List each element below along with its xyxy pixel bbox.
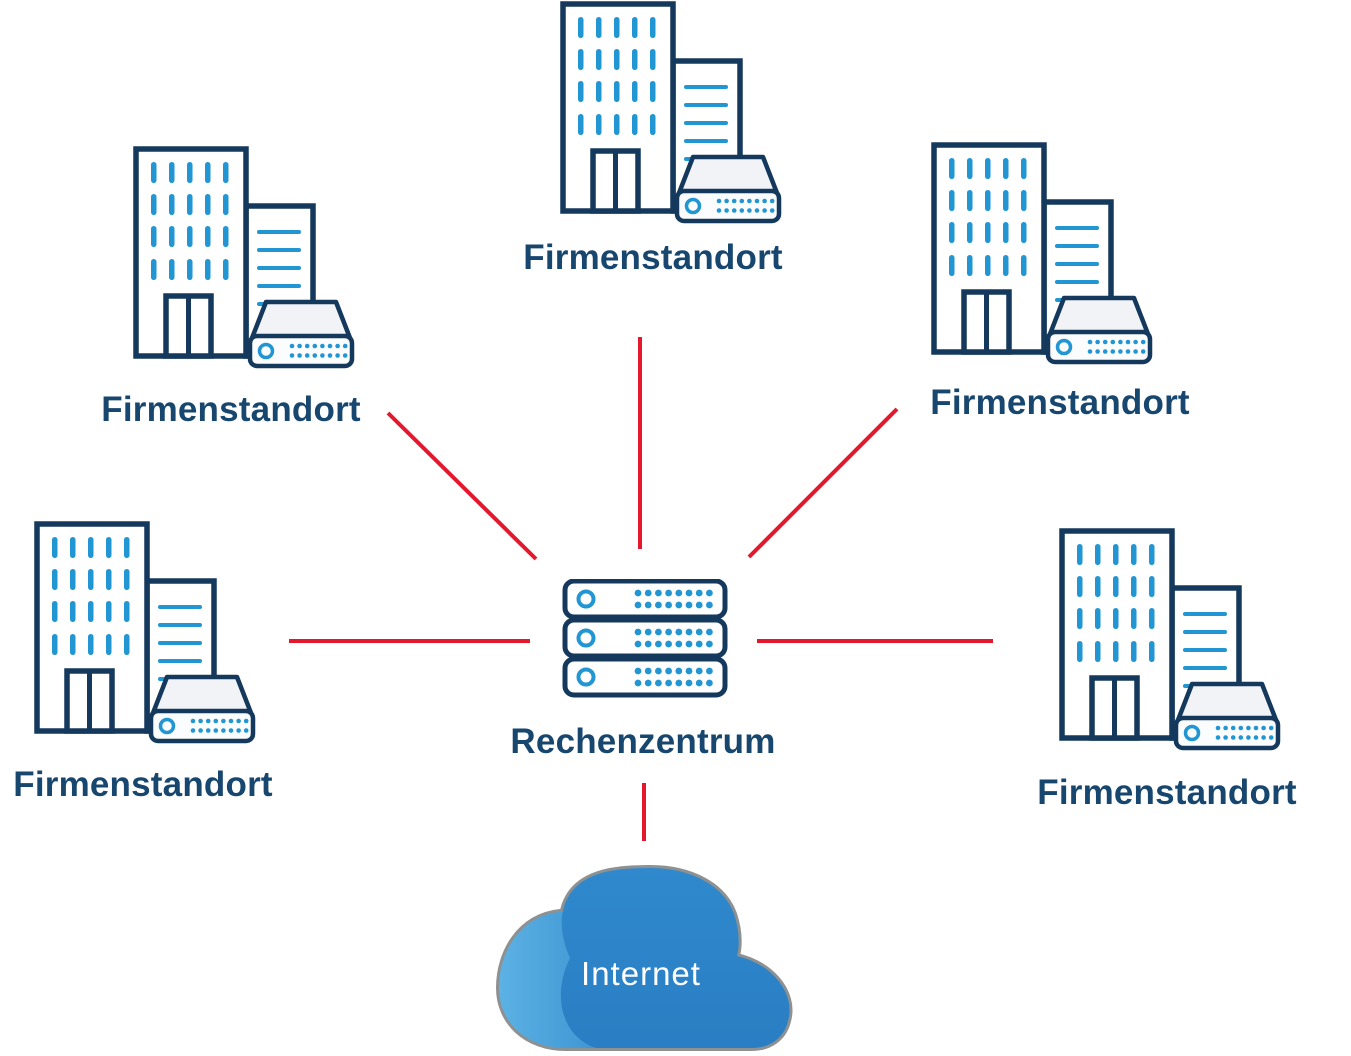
datacenter-label: Rechenzentrum <box>510 722 776 761</box>
office-building-router-icon <box>931 142 1155 366</box>
site-label: Firmenstandort <box>930 383 1190 422</box>
internet-cloud-icon <box>495 864 793 1051</box>
site-label: Firmenstandort <box>1037 773 1297 812</box>
office-building-router-icon <box>133 146 357 370</box>
connection-line-top-right <box>747 407 899 559</box>
server-rack-icon <box>562 579 728 699</box>
office-building-router-icon <box>1059 528 1283 752</box>
internet-label: Internet <box>581 955 701 992</box>
office-building-router-icon <box>560 1 784 225</box>
site-label: Firmenstandort <box>13 765 273 804</box>
office-building-router-icon <box>34 521 258 745</box>
connection-line-top-left <box>386 411 538 561</box>
site-label: Firmenstandort <box>101 390 361 429</box>
site-label: Firmenstandort <box>523 238 783 277</box>
